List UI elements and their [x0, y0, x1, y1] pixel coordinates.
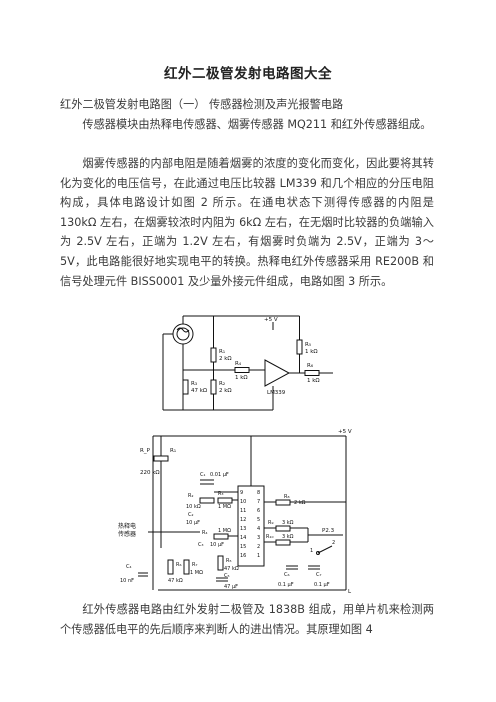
svg-text:R₂: R₂	[219, 381, 225, 387]
fig3-resistor-r7	[183, 559, 190, 575]
svg-text:10 nF: 10 nF	[120, 578, 134, 584]
svg-text:13: 13	[240, 526, 246, 532]
fig2-comparator	[264, 359, 291, 387]
svg-text:2: 2	[257, 544, 260, 550]
svg-text:47 kΩ: 47 kΩ	[168, 578, 183, 584]
svg-text:47 kΩ: 47 kΩ	[191, 388, 207, 394]
svg-text:1 MΩ: 1 MΩ	[218, 504, 231, 510]
svg-text:LM339: LM339	[267, 390, 286, 396]
svg-text:R₇: R₇	[192, 562, 197, 568]
paragraph-ir-sensor: 红外传感器电路由红外发射二极管及 1838B 组成，用单片机来检测两个传感器低电…	[60, 603, 434, 636]
svg-text:1 kΩ: 1 kΩ	[235, 375, 248, 381]
pir-sensor-label-1: 热释电	[118, 522, 136, 530]
svg-text:10 μF: 10 μF	[186, 520, 200, 526]
svg-text:4: 4	[257, 526, 260, 532]
paragraph-smoke-sensor: 烟雾传感器的内部电阻是随着烟雾的浓度的变化而变化，因此要将其转化为变化的电压信号…	[60, 157, 434, 288]
svg-text:220 kΩ: 220 kΩ	[140, 470, 160, 476]
fig2-resistor-r6	[304, 370, 320, 376]
svg-text:10 kΩ: 10 kΩ	[186, 504, 201, 510]
svg-text:16: 16	[240, 553, 246, 559]
svg-text:8: 8	[257, 490, 260, 496]
svg-text:C₆: C₆	[284, 572, 290, 578]
fig3-resistor-r9	[275, 525, 291, 532]
svg-text:2 kΩ: 2 kΩ	[219, 388, 232, 394]
fig3-potentiometer	[153, 455, 169, 462]
svg-text:R₁: R₁	[219, 349, 225, 355]
svg-text:47 kΩ: 47 kΩ	[224, 566, 239, 572]
svg-text:1 kΩ: 1 kΩ	[305, 349, 318, 355]
fig3-ic-pins: 9 10 11 12 13 14 15 16 8 7 6 5 4 3 2 1	[240, 490, 260, 559]
svg-text:1: 1	[310, 548, 313, 554]
svg-text:R₃: R₃	[191, 381, 197, 387]
fig3-resistor-r4	[213, 533, 229, 540]
fig3-resistor-r5	[217, 555, 224, 571]
svg-text:2 kΩ: 2 kΩ	[219, 356, 232, 362]
fig3-supply-label: +5 V	[338, 429, 352, 435]
svg-text:R₄: R₄	[202, 530, 207, 536]
svg-text:3: 3	[257, 535, 260, 541]
svg-text:10 μF: 10 μF	[210, 542, 224, 548]
fig3-resistor-r8	[275, 499, 291, 506]
smoke-sensor-symbol	[172, 323, 194, 345]
fig2-resistor-r4	[234, 367, 250, 373]
svg-text:R₄: R₄	[235, 361, 242, 367]
svg-text:12: 12	[240, 517, 246, 523]
svg-text:7: 7	[257, 499, 260, 505]
svg-text:R₃: R₃	[218, 491, 223, 497]
svg-text:R₅: R₅	[305, 342, 311, 348]
svg-text:11: 11	[240, 508, 246, 514]
svg-text:14: 14	[240, 535, 246, 541]
svg-text:L: L	[348, 589, 352, 595]
page-title: 红外二极管发射电路图大全	[164, 66, 332, 82]
svg-text:C₁: C₁	[200, 472, 206, 478]
svg-text:15: 15	[240, 544, 246, 550]
svg-text:C₃: C₃	[198, 542, 204, 548]
svg-text:R₆: R₆	[176, 562, 181, 568]
svg-text:C₇: C₇	[316, 572, 322, 578]
svg-text:C₂: C₂	[188, 512, 194, 518]
svg-text:5: 5	[257, 517, 260, 523]
section-heading: 红外二极管发射电路图（一） 传感器检测及声光报警电路	[60, 98, 344, 111]
svg-text:C₄: C₄	[126, 564, 132, 570]
fig2-supply-label: +5 V	[264, 317, 278, 323]
fig3-resistor-r2	[199, 497, 215, 504]
svg-text:1 kΩ: 1 kΩ	[307, 378, 320, 384]
svg-text:R_P: R_P	[140, 448, 151, 454]
svg-text:R₁: R₁	[170, 448, 176, 454]
fig3-switch	[316, 551, 320, 555]
svg-text:C₅: C₅	[224, 573, 230, 579]
svg-text:R₅: R₅	[226, 558, 231, 564]
svg-text:R₈: R₈	[284, 494, 289, 500]
svg-text:3 kΩ: 3 kΩ	[282, 520, 294, 526]
figure-pir-circuit: +5 V L R_P R₁ 220 kΩ 9 10 11 12 13 14 15…	[118, 428, 361, 595]
svg-text:0.01 μF: 0.01 μF	[210, 472, 229, 478]
svg-text:0.1 μF: 0.1 μF	[278, 582, 294, 588]
svg-text:R₁₀: R₁₀	[266, 534, 273, 540]
svg-text:10: 10	[240, 499, 246, 505]
svg-text:2: 2	[332, 540, 335, 546]
figure-smoke-circuit: +5 V R₁ 2 kΩ R₃ 47 kΩ R₂ 2 kΩ R₄ 1 kΩ LM…	[155, 312, 337, 414]
fig2-resistor-r1	[210, 347, 217, 363]
paragraph-sensor-module: 传感器模块由热释电传感器、烟雾传感器 MQ211 和红外传感器组成。	[82, 118, 432, 131]
svg-text:1 MΩ: 1 MΩ	[190, 570, 203, 576]
fig2-resistor-r3	[182, 379, 189, 395]
svg-text:P2.3: P2.3	[322, 528, 335, 534]
fig3-resistor-r3	[217, 497, 233, 504]
svg-text:6: 6	[257, 508, 260, 514]
svg-text:2 kΩ: 2 kΩ	[294, 500, 306, 506]
svg-text:47 μF: 47 μF	[224, 584, 238, 590]
pir-sensor-label-2: 传感器	[118, 530, 136, 538]
svg-text:1: 1	[257, 553, 260, 559]
svg-text:R₆: R₆	[307, 363, 314, 369]
svg-text:9: 9	[240, 490, 243, 496]
svg-text:3 kΩ: 3 kΩ	[282, 534, 294, 540]
svg-text:0.1 μF: 0.1 μF	[314, 582, 330, 588]
fig2-resistor-r2	[210, 379, 217, 395]
svg-text:1 MΩ: 1 MΩ	[218, 528, 231, 534]
fig2-resistor-r5	[296, 339, 303, 355]
fig3-resistor-r10	[275, 539, 291, 546]
svg-text:R₂: R₂	[188, 493, 193, 499]
svg-text:R₉: R₉	[268, 520, 273, 526]
fig3-resistor-r6	[167, 559, 174, 575]
